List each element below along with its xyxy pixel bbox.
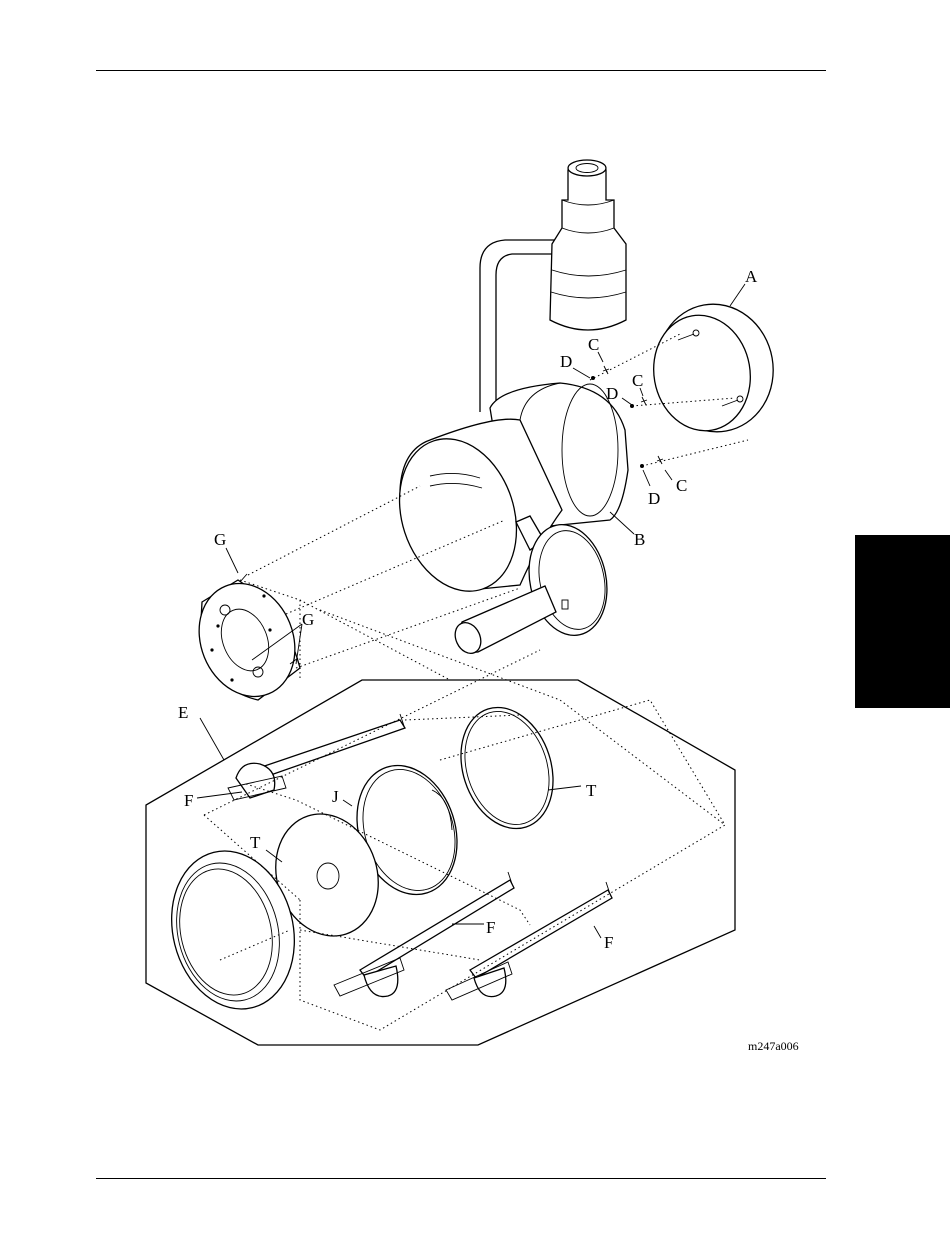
callout-d-2: D <box>606 384 618 403</box>
callout-f-3: F <box>604 933 613 952</box>
callout-b: B <box>634 530 645 549</box>
callout-g-2: G <box>302 610 314 629</box>
ring-a <box>645 295 784 441</box>
callout-c-1: C <box>588 335 599 354</box>
callout-t-2: T <box>250 833 261 852</box>
light-head-housing <box>381 383 628 658</box>
plate-g <box>183 569 312 711</box>
kit-e-parts <box>155 695 612 1022</box>
callout-f-2: F <box>486 918 495 937</box>
callout-d-3: D <box>648 489 660 508</box>
callout-e: E <box>178 703 188 722</box>
arm-and-mount <box>480 160 626 412</box>
callout-j: J <box>332 787 339 806</box>
callout-c-2: C <box>632 371 643 390</box>
callout-t-1: T <box>586 781 597 800</box>
callout-d-1: D <box>560 352 572 371</box>
callout-g-1: G <box>214 530 226 549</box>
callout-f-1: F <box>184 791 193 810</box>
figure-code: m247a006 <box>748 1039 799 1053</box>
callout-c-3: C <box>676 476 687 495</box>
callout-a: A <box>745 267 758 286</box>
